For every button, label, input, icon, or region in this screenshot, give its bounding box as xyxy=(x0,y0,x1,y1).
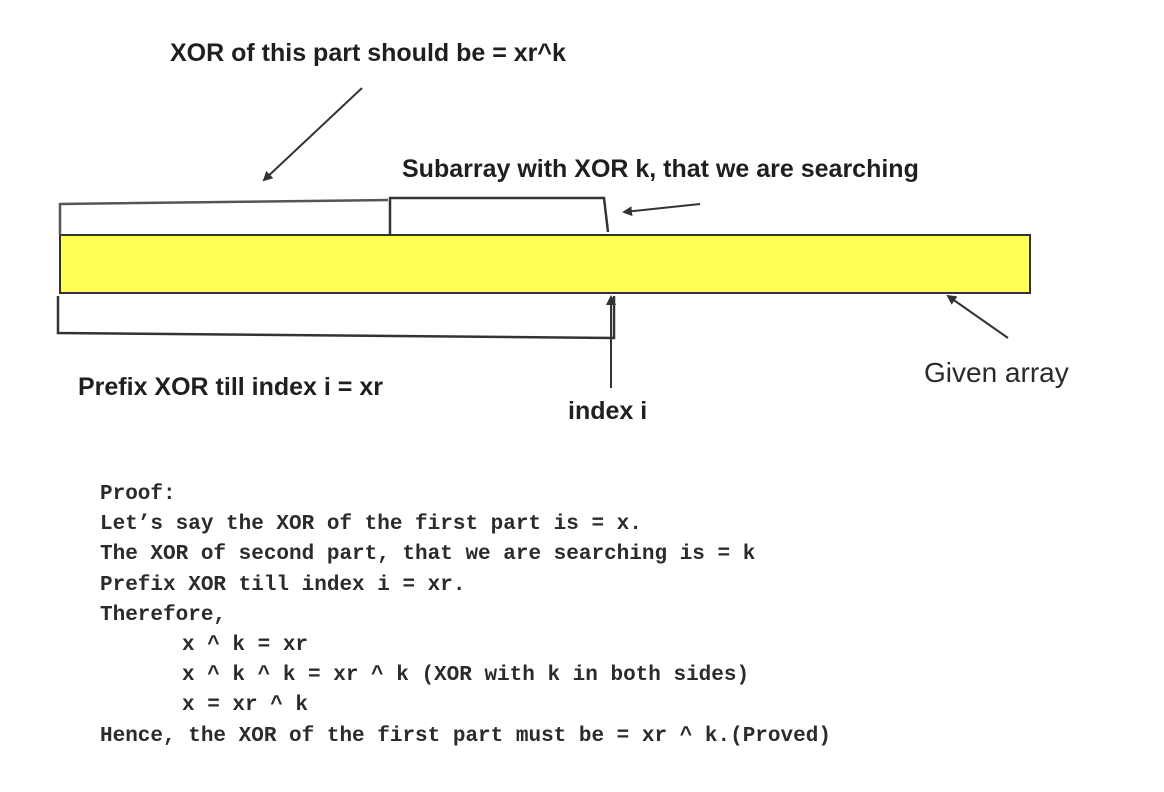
proof-line: Therefore, xyxy=(100,603,227,627)
subarray-bracket xyxy=(388,196,610,235)
proof-line: Let’s say the XOR of the first part is =… xyxy=(100,513,642,537)
proof-line: Prefix XOR till index i = xr. xyxy=(100,573,466,597)
proof-line: Hence, the XOR of the first part must be… xyxy=(100,724,831,748)
subarray-arrow xyxy=(622,203,701,217)
first-part-xor-label: XOR of this part should be = xr^k xyxy=(170,39,566,67)
given-array-label: Given array xyxy=(924,357,1069,388)
first-part-bracket xyxy=(58,198,389,235)
prefix-xor-label: Prefix XOR till index i = xr xyxy=(78,373,383,401)
index-i-label: index i xyxy=(568,397,648,425)
proof-line: The XOR of second part, that we are sear… xyxy=(100,543,756,567)
proof-line: x ^ k ^ k = xr ^ k (XOR with k in both s… xyxy=(182,664,750,688)
proof-line: Proof: xyxy=(100,483,176,506)
first-part-arrow xyxy=(262,87,363,182)
proof-line: x ^ k = xr xyxy=(182,633,309,657)
prefix-bracket xyxy=(56,296,616,340)
given-array-arrow xyxy=(946,294,1009,339)
proof-line: x = xr ^ k xyxy=(182,694,309,718)
proof-block: Proof: Let’s say the XOR of the first pa… xyxy=(100,480,1140,752)
given-array-bar xyxy=(59,234,1031,294)
subarray-label: Subarray with XOR k, that we are searchi… xyxy=(402,155,919,183)
